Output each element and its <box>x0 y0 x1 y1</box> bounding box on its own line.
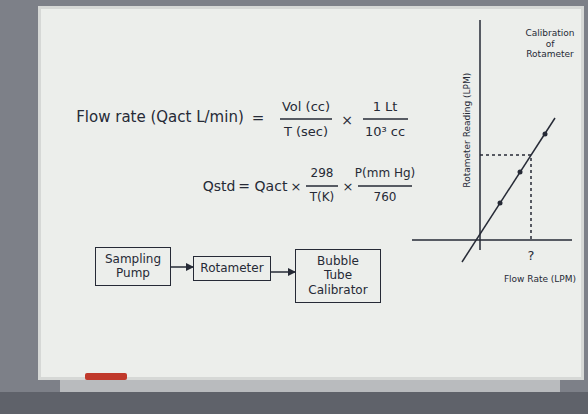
fraction-numerator: 298 <box>311 167 334 181</box>
fraction-numerator: P(mm Hg) <box>355 167 415 181</box>
equation-text: Qact <box>255 178 288 194</box>
fraction-denominator: T (sec) <box>284 125 328 140</box>
operator: = <box>252 110 265 127</box>
marker-tray <box>60 380 560 392</box>
data-point <box>498 201 503 206</box>
box-label: Sampling Pump <box>102 252 164 281</box>
operator: × <box>291 180 302 195</box>
dotted-guide <box>480 155 531 240</box>
process-box: Rotameter <box>193 256 271 281</box>
process-box: Bubble Tube Calibrator <box>295 249 381 303</box>
box-label: Bubble Tube Calibrator <box>302 254 374 297</box>
operator: × <box>343 180 354 195</box>
x-axis <box>412 239 572 241</box>
fraction-denominator: 760 <box>374 191 397 205</box>
y-axis <box>479 20 481 250</box>
chart-title: Calibration of Rotameter <box>521 28 579 59</box>
flow-arrow <box>171 266 193 268</box>
fraction-bar <box>363 118 408 120</box>
fraction-denominator: T(K) <box>310 191 335 205</box>
red-marker <box>85 373 127 380</box>
fraction-numerator: Vol (cc) <box>282 100 330 115</box>
data-point <box>518 170 523 175</box>
operator: × <box>341 112 353 128</box>
fraction-bar <box>306 185 338 187</box>
data-point <box>543 132 548 137</box>
x-axis-label: Flow Rate (LPM) <box>504 274 576 284</box>
y-axis-label: Rotameter Reading (LPM) <box>462 73 472 188</box>
equation-text: Qstd <box>203 178 236 194</box>
flow-arrow <box>271 271 295 273</box>
equation-text: Flow rate (Qact L/min) <box>76 109 244 126</box>
fraction-bar <box>358 185 412 187</box>
fraction-denominator: 10³ cc <box>365 125 405 140</box>
fraction-bar <box>280 118 332 120</box>
operator: = <box>238 178 250 194</box>
box-label: Rotameter <box>200 261 263 275</box>
unknown-mark: ? <box>528 249 535 264</box>
calibration-line <box>462 118 555 262</box>
process-box: Sampling Pump <box>95 247 171 286</box>
fraction-numerator: 1 Lt <box>373 100 398 115</box>
wall <box>0 392 588 414</box>
